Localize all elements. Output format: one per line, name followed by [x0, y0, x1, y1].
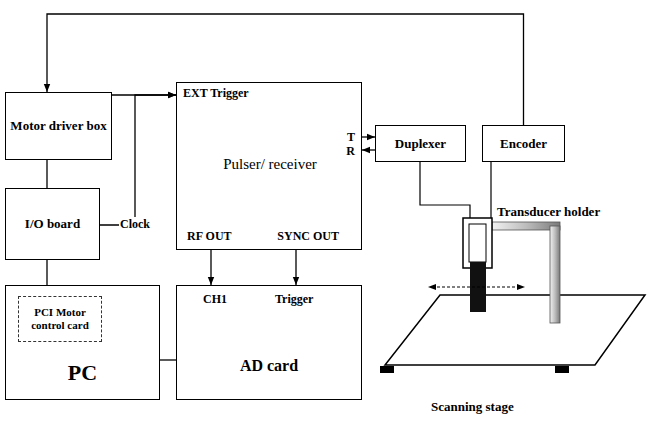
stage-foot [555, 366, 569, 373]
component-box: Motor driver box [5, 92, 112, 160]
port-label: EXT Trigger [183, 86, 249, 100]
port-label: RF OUT [187, 229, 232, 243]
port-label: T [347, 130, 355, 144]
box-title: AD card [177, 356, 361, 375]
stage-foot [380, 366, 394, 373]
port-label: SYNC OUT [277, 229, 339, 243]
transducer-wire [420, 162, 470, 218]
signal-connector [210, 250, 211, 285]
signal-connector [362, 136, 375, 137]
component-box: PC PCI Motor control card [5, 285, 160, 400]
holder-inner [469, 224, 486, 262]
card-box: PCI Motor control card [18, 296, 102, 342]
signal-connector [362, 149, 375, 150]
component-box: Pulser/ receiver EXT TriggerTR RF OUT SYNC … [176, 82, 362, 250]
signal-connector [46, 160, 47, 188]
box-title: Encoder [500, 136, 547, 152]
stage-plate [385, 295, 645, 365]
signal-connector [160, 359, 176, 360]
holder-post [550, 226, 560, 323]
signal-connector [295, 250, 296, 285]
box-title: I/O board [25, 216, 80, 232]
scan-direction [432, 287, 521, 288]
box-title: Duplexer [395, 136, 446, 152]
part-label: Transducer holder [497, 204, 600, 220]
scan-arrowhead [428, 284, 436, 290]
port-label: R [346, 144, 355, 158]
part-label: Scanning stage [431, 399, 514, 415]
box-title: PC [6, 360, 159, 386]
signal-connector [46, 260, 47, 285]
port-label: CH1 [203, 292, 227, 306]
component-box: I/O board [5, 188, 100, 260]
port-label: Trigger [275, 292, 313, 306]
encoder-wire [490, 162, 491, 218]
signal-label: Clock [119, 217, 151, 232]
component-box: Duplexer [375, 125, 466, 162]
holder-block [463, 218, 492, 268]
component-box: Encoder [482, 125, 565, 162]
box-title: Motor driver box [10, 118, 106, 134]
scan-arrowhead [517, 284, 525, 290]
box-title: Pulser/ receiver [177, 155, 363, 173]
box-title: PCI Motor control card [22, 306, 98, 332]
component-box: AD card CH1 Trigger [176, 285, 362, 400]
